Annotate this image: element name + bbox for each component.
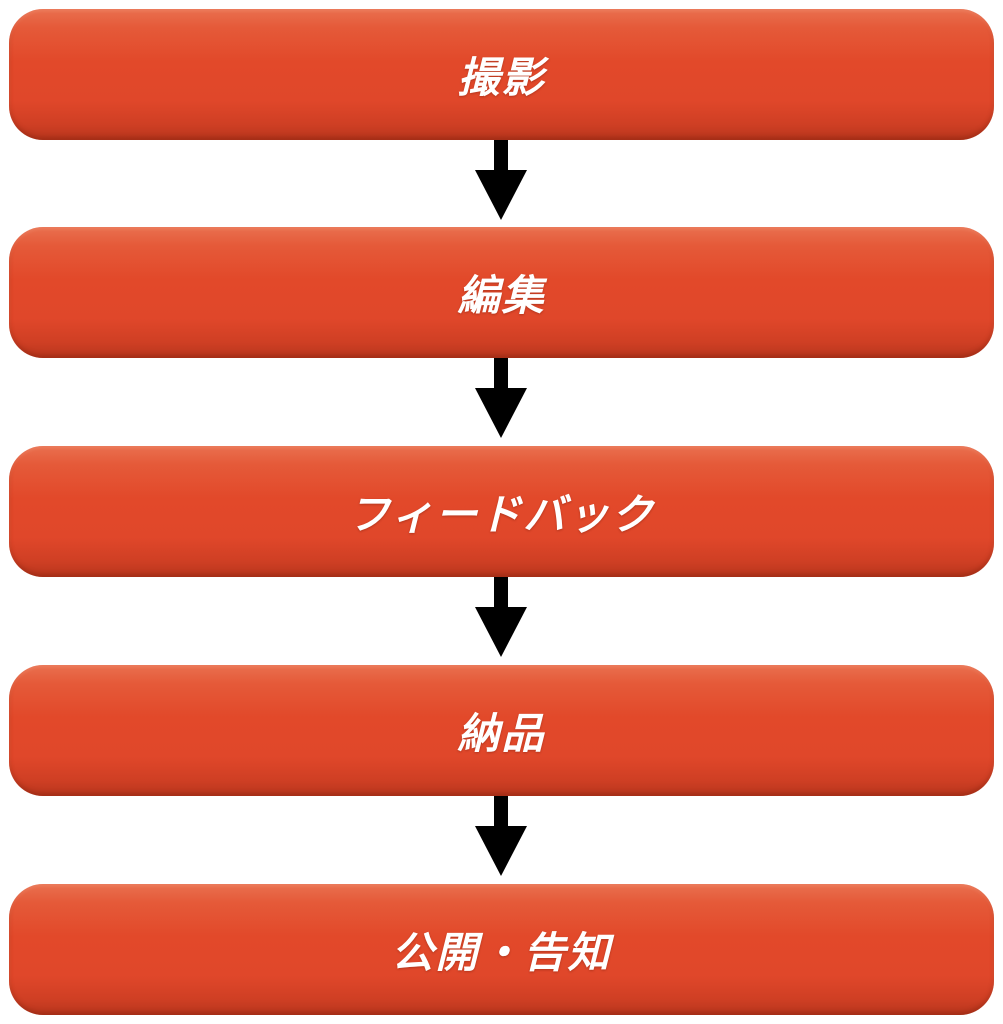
step-label: 公開・告知 [391,928,612,977]
step-label: 撮影 [457,53,546,102]
down-arrow-icon [475,796,527,878]
step-editing: 編集 [9,227,994,358]
step-label: 編集 [457,271,546,320]
step-shooting: 撮影 [9,9,994,140]
down-arrow-icon [475,358,527,440]
step-feedback: フィードバック [9,446,994,577]
step-delivery: 納品 [9,665,994,796]
down-arrow-icon [475,140,527,222]
step-publish-announce: 公開・告知 [9,884,994,1015]
down-arrow-icon [475,577,527,659]
step-label: フィードバック [347,490,656,539]
step-label: 納品 [457,709,546,758]
